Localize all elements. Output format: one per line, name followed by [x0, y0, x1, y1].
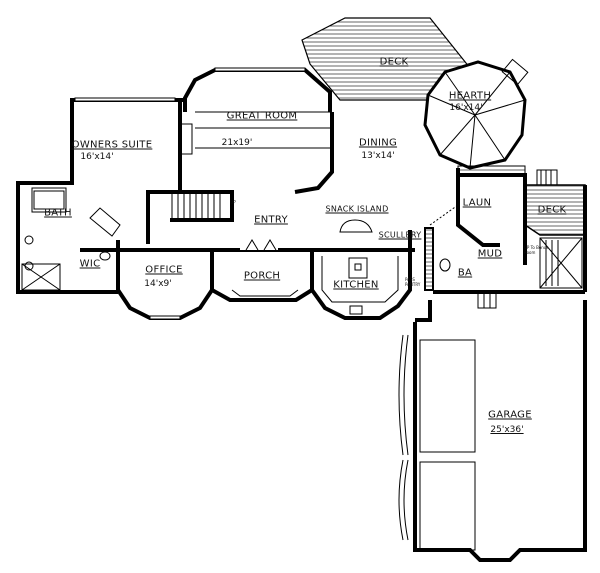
hearth-label: HEARTH [448, 90, 492, 102]
rear-steps [477, 291, 497, 309]
garage-door-2 [398, 459, 409, 541]
great-room-size: 21x19' [221, 138, 253, 148]
bonus-room-stairs [539, 237, 583, 289]
laundry-label: LAUN [462, 197, 492, 209]
bath-label: BATH [44, 207, 72, 219]
great-room-bay [294, 112, 334, 194]
garage-label: GARAGE [488, 409, 532, 421]
deck-right [524, 184, 586, 236]
snack-island-label: SNACK ISLAND [325, 204, 389, 214]
deck-top-label: DECK [379, 56, 409, 68]
kitchen-island [348, 257, 368, 279]
bathtub [31, 187, 67, 213]
fireplace-hearth [501, 58, 529, 86]
kitchen-label: KITCHEN [333, 279, 379, 291]
office-size: 14'x9' [144, 279, 172, 289]
hearth-ceiling-lines [427, 71, 526, 169]
dining-size: 13'x14' [361, 151, 395, 161]
great-room-walls [183, 68, 332, 112]
pantry-note: PASS PANTRY [405, 277, 421, 287]
garage-bay-1 [419, 339, 476, 453]
stairs-up-note: UP [230, 199, 236, 205]
office-label: OFFICE [145, 264, 183, 276]
toilet [99, 251, 111, 261]
great-room-ceiling [195, 111, 332, 149]
main-stairs [146, 190, 234, 244]
shower [21, 263, 61, 291]
kitchen-walls [310, 230, 412, 320]
wic-label: WIC [79, 258, 101, 270]
entry-label: ENTRY [254, 214, 288, 226]
laundry-walls [456, 168, 500, 247]
porch-label: PORCH [243, 270, 281, 282]
hearth-size: 16'x14' [449, 103, 483, 113]
mud-label: MUD [477, 248, 503, 260]
snack-island [339, 219, 373, 233]
garage-size: 25'x36' [490, 425, 524, 435]
scullery-label: SCULLERY [378, 230, 422, 240]
closet-corner [89, 207, 121, 237]
owners-suite-label: OWNERS SUITE [71, 139, 153, 151]
garage-bay-2 [419, 461, 476, 551]
bath-walls [16, 181, 118, 294]
bonus-room-note: UP To Bonus Room [524, 245, 549, 255]
deck-right-label: DECK [537, 204, 567, 216]
great-room-label: GREAT ROOM [226, 110, 298, 122]
dining-label: DINING [358, 137, 398, 149]
garage-door-1 [398, 334, 409, 456]
owners-suite-size: 16'x14' [80, 152, 114, 162]
scullery-wall [424, 227, 434, 291]
ba-label: BA [457, 267, 473, 279]
